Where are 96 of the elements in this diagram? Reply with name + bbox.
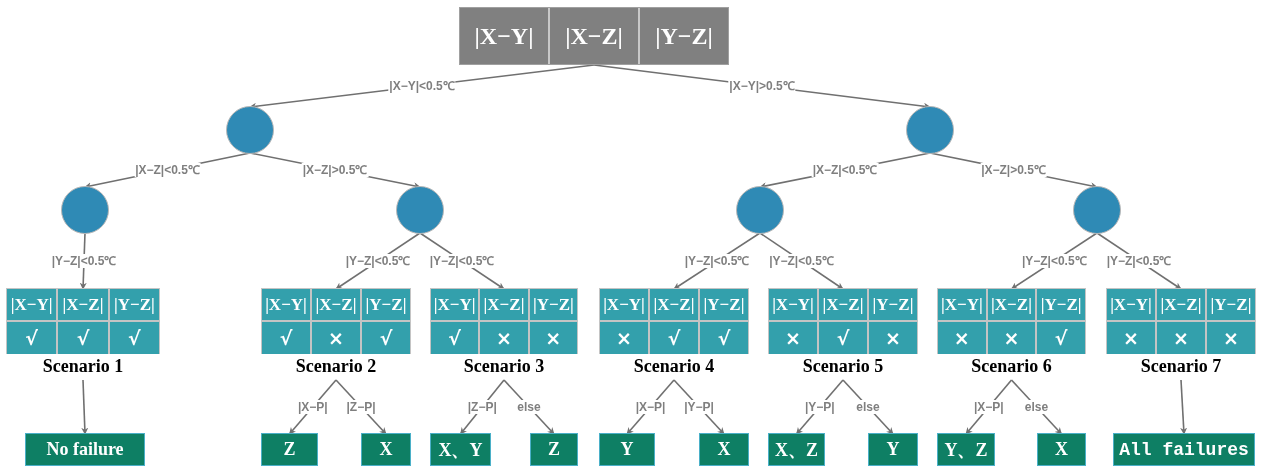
- header-cell: |X−Z|: [58, 289, 108, 320]
- header-cell: |X−Z|: [480, 289, 528, 320]
- edge-label: else: [855, 400, 881, 414]
- decision-circle: [906, 106, 954, 154]
- edge-label: |X−P|: [634, 400, 667, 414]
- scenario-title: Scenario 1: [41, 356, 125, 377]
- edge-label: else: [1023, 400, 1050, 414]
- header-cell: |X−Y|: [262, 289, 310, 320]
- value-cell: √: [700, 322, 748, 354]
- header-cell: |X−Z|: [987, 289, 1036, 320]
- edge-label: |Y−Z|<0.5℃: [683, 254, 751, 268]
- decision-circle: [396, 186, 444, 234]
- header-cell: |X−Y|: [7, 289, 57, 320]
- header-cell: |Y−Z|: [529, 289, 577, 320]
- arrow: [81, 379, 89, 435]
- value-cell: √: [650, 322, 698, 354]
- value-cell: ×: [600, 322, 648, 354]
- value-cell: ×: [480, 322, 528, 354]
- header-cell-text: |X−Y|: [473, 21, 535, 51]
- edge-label: |Y−Z|<0.5℃: [428, 254, 496, 268]
- edge-label: |Y−Z|<0.5℃: [1105, 254, 1173, 268]
- edge-label: |X−Z|>0.5℃: [980, 163, 1047, 177]
- edge-label: |Y−Z|<0.5℃: [768, 254, 835, 268]
- edge-label: |Y−Z|<0.5℃: [1020, 254, 1088, 268]
- value-cell: ×: [769, 322, 817, 354]
- result-box: Y: [599, 433, 655, 466]
- header-cell: |Y−Z|: [700, 289, 748, 320]
- result-box: Y: [868, 433, 918, 466]
- value-cell: √: [1037, 322, 1085, 354]
- value-cell: √: [362, 322, 410, 354]
- decision-circle: [1073, 186, 1121, 234]
- arrow: [1180, 379, 1188, 435]
- header-cell: |Y−Z|: [1207, 289, 1255, 320]
- header-cell: |Y−Z|: [1037, 289, 1085, 320]
- edge-label: |X−Z|<0.5℃: [134, 163, 201, 177]
- value-cell: ×: [987, 322, 1036, 354]
- header-cell: |X−Y|: [1107, 289, 1155, 320]
- value-cell: ×: [529, 322, 577, 354]
- result-box: X: [699, 433, 749, 466]
- value-cell: √: [7, 322, 57, 354]
- edge-label: |X−Y|>0.5℃: [728, 79, 796, 93]
- result-box: Z: [261, 433, 318, 466]
- decision-circle: [61, 186, 109, 234]
- header-cell: |Y−Z|: [109, 289, 159, 320]
- result-box: Z: [530, 433, 578, 466]
- header-cell: |X−Y|: [600, 289, 648, 320]
- edge-label: |Y−P|: [683, 400, 715, 414]
- header-cell: |Y−Z|: [638, 8, 728, 64]
- decision-circle: [226, 106, 274, 154]
- header-cell: |X−Z|: [1157, 289, 1205, 320]
- value-cell: ×: [1107, 322, 1155, 354]
- result-box: X、Z: [768, 433, 825, 466]
- value-cell: √: [58, 322, 108, 354]
- result-box: X: [1037, 433, 1086, 466]
- edge-label: |X−Z|>0.5℃: [301, 163, 369, 177]
- edge-label: |Z−P|: [345, 400, 377, 414]
- scenario-title: Scenario 7: [1139, 356, 1223, 377]
- header-cell: |X−Y|: [769, 289, 817, 320]
- edge-label: else: [516, 400, 542, 414]
- edge-label: |Z−P|: [466, 400, 498, 414]
- value-cell: √: [819, 322, 867, 354]
- header-cell: |Y−Z|: [869, 289, 917, 320]
- result-box: All failures: [1113, 433, 1255, 466]
- edge-label: |X−P|: [972, 400, 1005, 414]
- value-cell: √: [431, 322, 479, 354]
- scenario-title: Scenario 3: [462, 356, 546, 377]
- header-cell: |Y−Z|: [362, 289, 410, 320]
- value-cell: √: [109, 322, 159, 354]
- result-box: X、Y: [430, 433, 491, 466]
- edge-label: |Y−Z|<0.5℃: [344, 254, 412, 268]
- header-cell: |X−Z|: [312, 289, 360, 320]
- header-cell: |X−Y|: [938, 289, 986, 320]
- value-cell: ×: [869, 322, 917, 354]
- scenario-title: Scenario 6: [970, 356, 1053, 377]
- edge-label: |Y−Z|<0.5℃: [50, 254, 118, 268]
- edge-label: |X−Y|<0.5℃: [388, 79, 456, 93]
- header-cell: |X−Z|: [650, 289, 698, 320]
- value-cell: ×: [312, 322, 360, 354]
- edge-label: |X−P|: [296, 400, 329, 414]
- value-cell: ×: [938, 322, 986, 354]
- header-cell: |X−Z|: [819, 289, 867, 320]
- value-cell: ×: [1207, 322, 1255, 354]
- header-cell: |X−Z|: [548, 8, 638, 64]
- scenario-title: Scenario 5: [801, 356, 885, 377]
- header-cell: |X−Y|: [431, 289, 479, 320]
- scenario-title: Scenario 2: [294, 356, 378, 377]
- result-box: X: [361, 433, 411, 466]
- result-box: Y、Z: [937, 433, 995, 466]
- decision-circle: [736, 186, 784, 234]
- value-cell: ×: [1157, 322, 1205, 354]
- edge-label: |X−Z|<0.5℃: [811, 163, 879, 177]
- value-cell: √: [262, 322, 310, 354]
- header-table: [459, 7, 729, 65]
- scenario-title: Scenario 4: [632, 356, 716, 377]
- edge-label: |Y−P|: [803, 400, 836, 414]
- result-box: No failure: [25, 433, 145, 466]
